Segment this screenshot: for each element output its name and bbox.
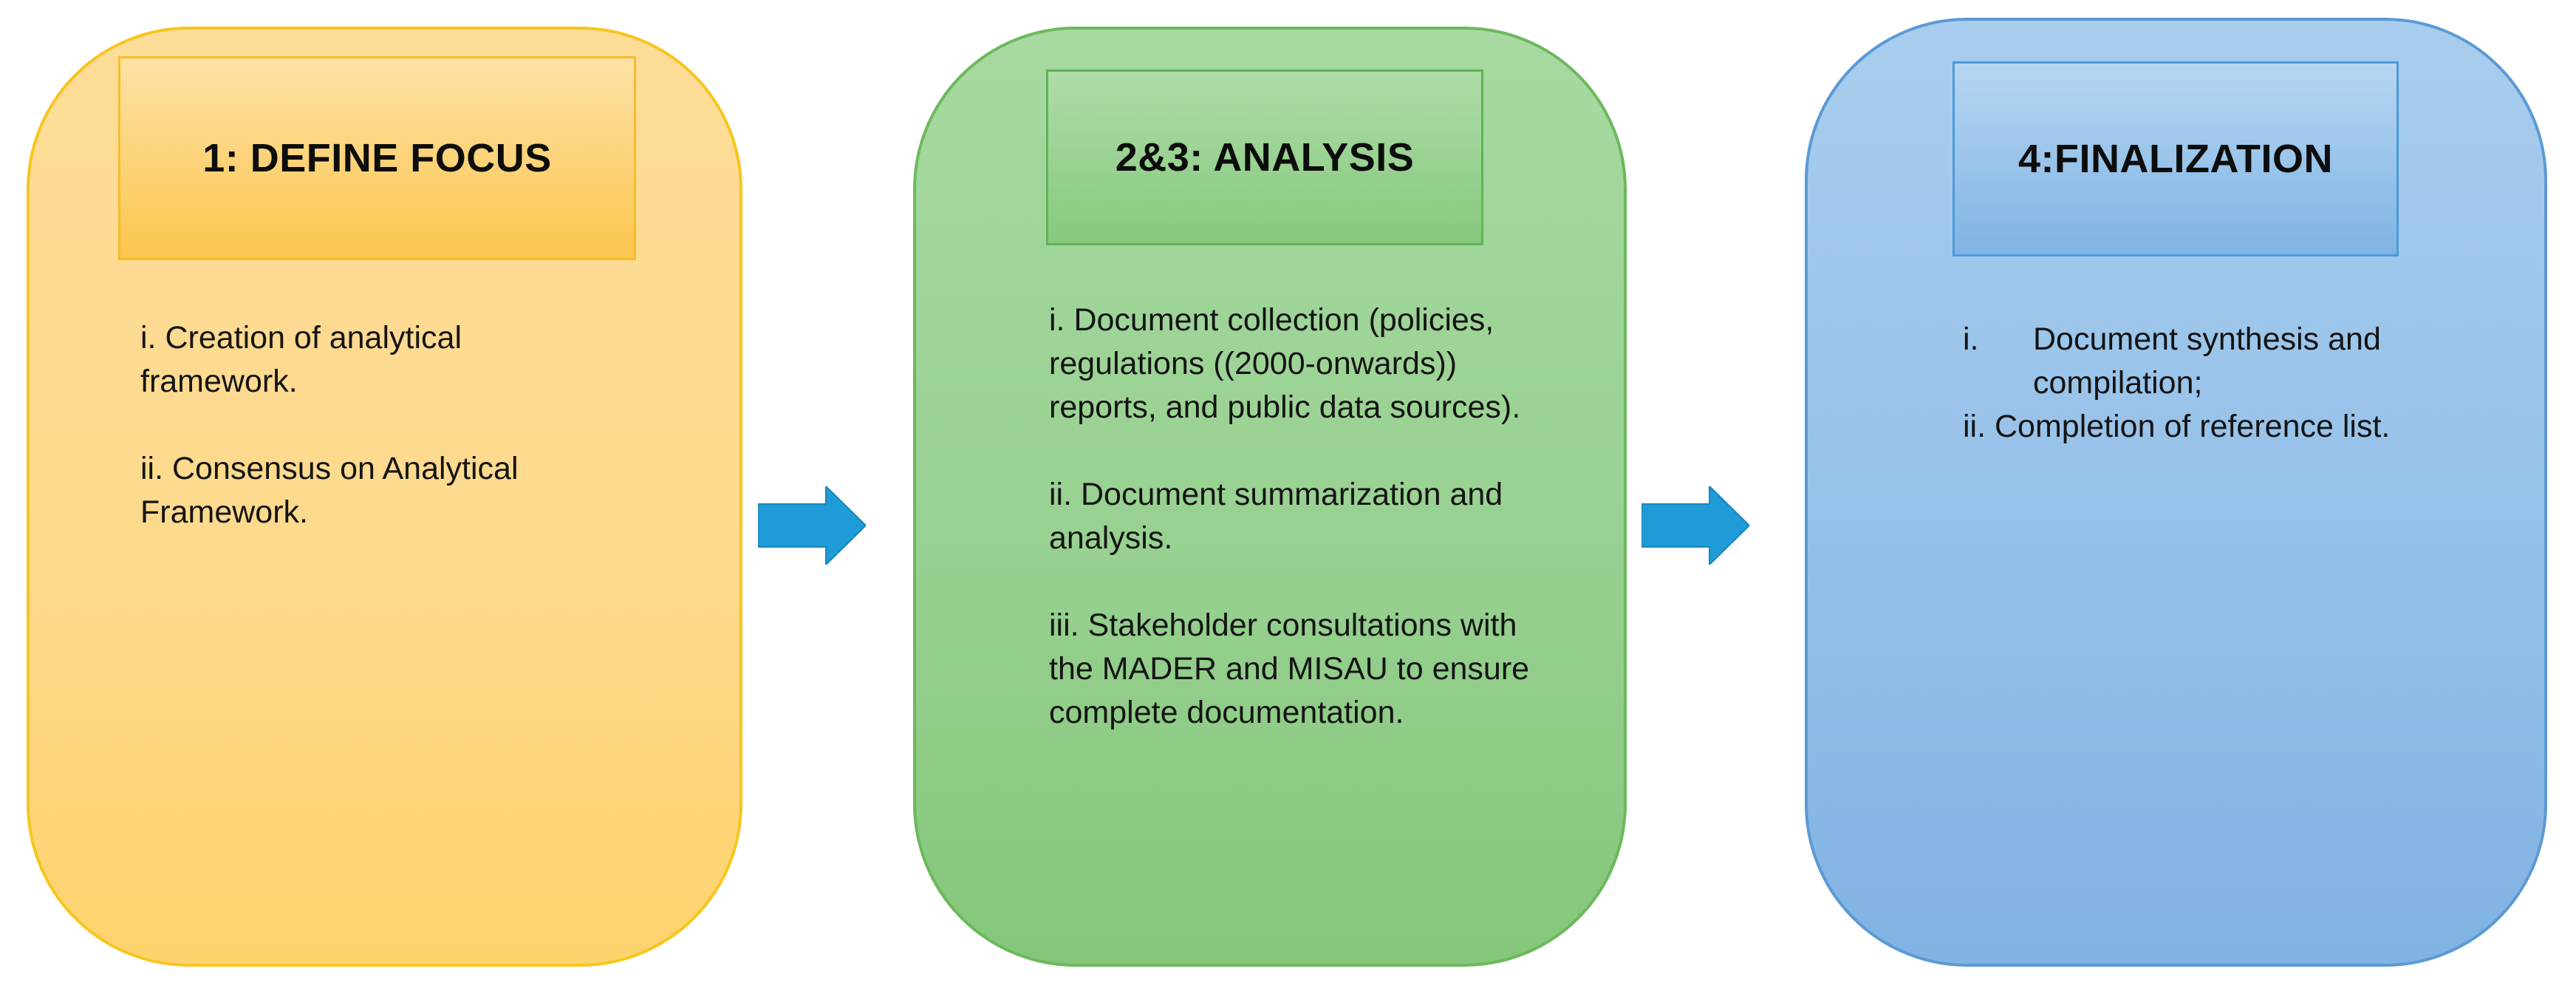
stage-item: ii. Document summarization and analysis. — [1049, 477, 1503, 556]
stage-heading-define-focus: 1: DEFINE FOCUS — [118, 56, 636, 260]
stage-heading-analysis: 2&3: ANALYSIS — [1046, 69, 1483, 245]
stage-item: iii. Stakeholder consultations with the … — [1049, 608, 1530, 730]
stage-item-text: Document synthesis and compilation; — [2033, 321, 2381, 401]
stage-item: i. Creation of analytical framework. — [140, 320, 462, 399]
stage-heading-text: 4:FINALIZATION — [2018, 137, 2333, 181]
stage-item-marker: i. — [1963, 321, 1979, 357]
stage-items-finalization: i. Document synthesis and compilation; i… — [1963, 318, 2495, 449]
stage-item: ii. Consensus on Analytical Framework. — [140, 451, 519, 530]
arrow-right-icon — [1641, 486, 1749, 565]
stage-item: i. Document synthesis and compilation; — [1963, 318, 2495, 405]
stage-items-analysis: i. Document collection (policies, regula… — [1049, 299, 1551, 735]
stage-item: i. Document collection (policies, regula… — [1049, 302, 1521, 425]
stage-heading-finalization: 4:FINALIZATION — [1953, 61, 2399, 256]
stage-heading-text: 2&3: ANALYSIS — [1115, 135, 1415, 180]
stage-items-define-focus: i. Creation of analytical framework. ii.… — [140, 316, 598, 534]
stage-heading-text: 1: DEFINE FOCUS — [202, 136, 552, 180]
stage-item: ii. Completion of reference list. — [1963, 409, 2391, 444]
arrow-right-icon — [758, 486, 866, 565]
